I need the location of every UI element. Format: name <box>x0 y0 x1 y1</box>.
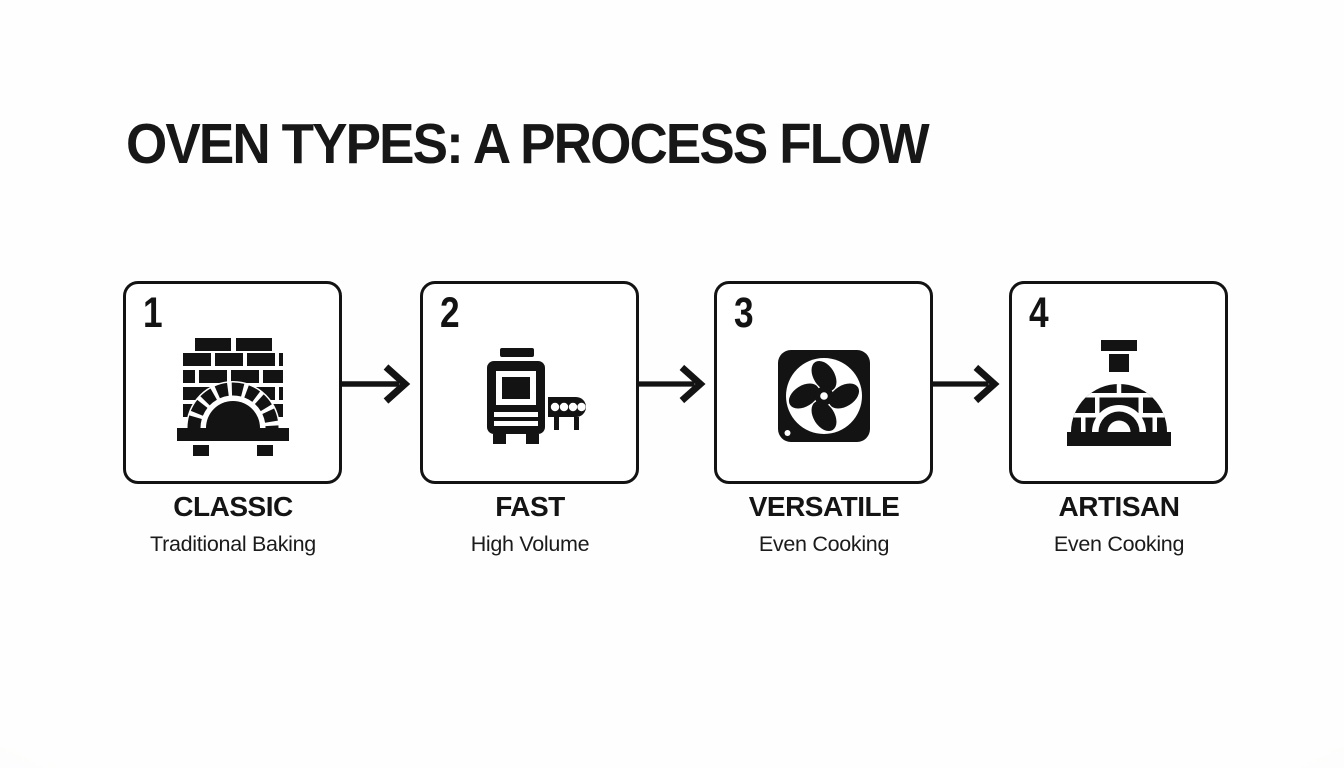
brick-oven-icon <box>173 336 293 456</box>
step-name: FAST <box>495 491 565 522</box>
step-description: High Volume <box>470 532 590 557</box>
conveyor-oven-icon <box>470 336 590 456</box>
step-box-classic: 1 <box>123 281 342 484</box>
step-label-versatile: VERSATILE Even Cooking <box>696 491 952 557</box>
step-description: Even Cooking <box>758 532 890 557</box>
step-name: CLASSIC <box>173 491 293 522</box>
step-label-classic: CLASSIC Traditional Baking <box>105 491 361 557</box>
step-description: Even Cooking <box>1053 532 1185 557</box>
arrow-right-icon <box>341 362 421 406</box>
dome-oven-icon <box>1059 336 1179 456</box>
step-name: ARTISAN <box>1058 491 1180 522</box>
arrow-right-icon <box>932 362 1010 406</box>
step-number: 3 <box>734 289 754 337</box>
step-number: 2 <box>440 289 460 337</box>
step-box-artisan: 4 <box>1009 281 1228 484</box>
step-description: Traditional Baking <box>150 532 316 557</box>
step-label-artisan: ARTISAN Even Cooking <box>991 491 1247 557</box>
convection-fan-icon <box>764 336 884 456</box>
step-name: VERSATILE <box>748 491 900 522</box>
step-number: 1 <box>143 289 163 337</box>
step-box-fast: 2 <box>420 281 639 484</box>
step-box-versatile: 3 <box>714 281 933 484</box>
step-label-fast: FAST High Volume <box>402 491 658 557</box>
step-number: 4 <box>1029 289 1049 337</box>
arrow-right-icon <box>638 362 716 406</box>
page-title: OVEN TYPES: A PROCESS FLOW <box>126 112 930 176</box>
